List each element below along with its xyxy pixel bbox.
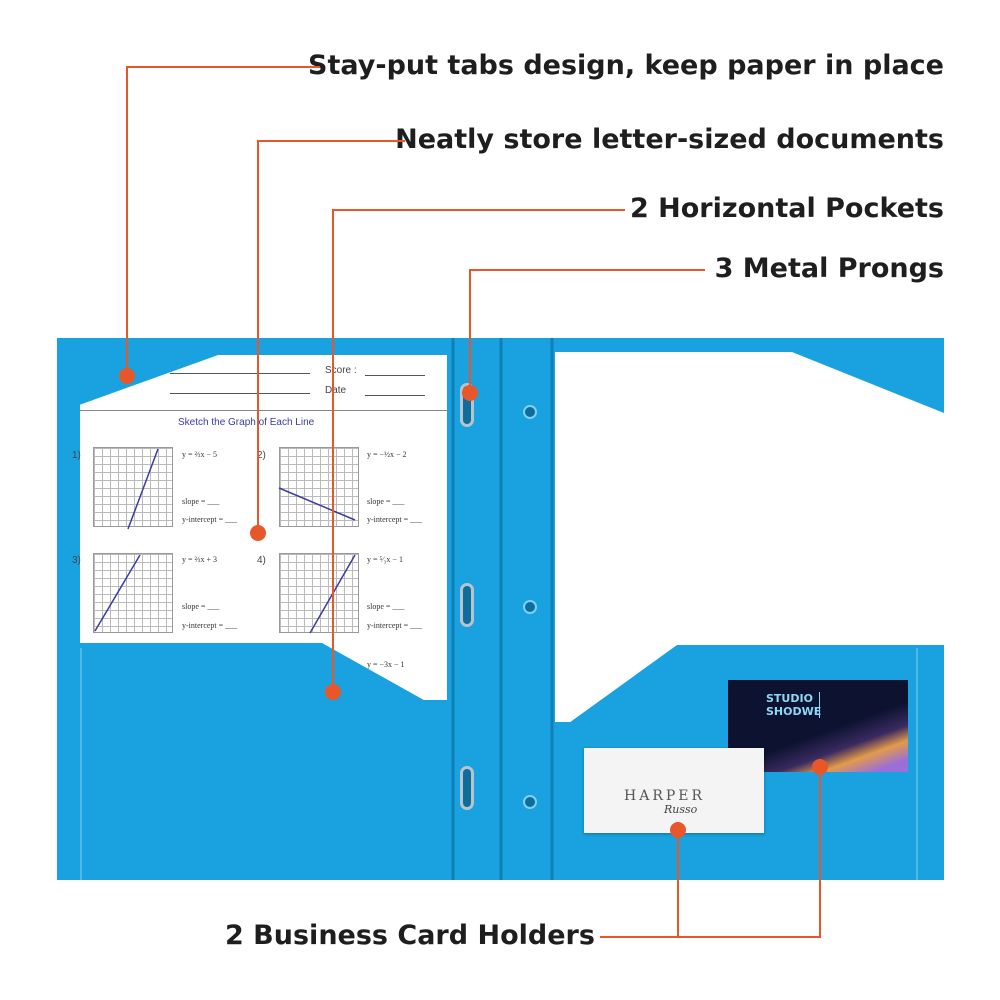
callout-tabs: Stay-put tabs design, keep paper in plac… — [308, 50, 944, 81]
slope: slope = ___ — [182, 497, 220, 506]
intercept: y-intercept = ___ — [367, 621, 423, 630]
pocket-folder: Score : Date Sketch the Graph of Each Li… — [57, 338, 944, 880]
equation: y = −½x − 2 — [367, 450, 407, 459]
callout-dot — [812, 759, 828, 775]
problem-number: 2) — [257, 450, 266, 461]
intercept: y-intercept = ___ — [182, 621, 238, 630]
callout-card-holders: 2 Business Card Holders — [225, 920, 595, 951]
slope: slope = ___ — [182, 602, 220, 611]
worksheet-title: Sketch the Graph of Each Line — [178, 417, 315, 428]
card-text: Russo — [664, 803, 698, 816]
slope: slope = ___ — [367, 602, 405, 611]
equation: y = ⅔x + 3 — [182, 555, 218, 564]
metal-prong — [460, 766, 474, 810]
prong-hole — [523, 405, 537, 419]
card-text: HARPER — [624, 788, 706, 804]
card-text: STUDIO — [766, 692, 813, 705]
problem-number: 3) — [72, 555, 81, 566]
callout-prongs: 3 Metal Prongs — [714, 253, 944, 284]
problem-number: 4) — [257, 555, 266, 566]
callout-dot — [462, 385, 478, 401]
intercept: y-intercept = ___ — [367, 515, 423, 524]
graph-grid — [93, 447, 173, 527]
graph-grid — [279, 447, 359, 527]
intercept: y-intercept = ___ — [182, 515, 238, 524]
date-label: Date — [325, 385, 347, 396]
harper-business-card: HARPER Russo — [584, 748, 764, 833]
callout-dot — [670, 822, 686, 838]
callout-pockets: 2 Horizontal Pockets — [629, 193, 944, 224]
equation: y = ⅔x − 5 — [182, 450, 218, 459]
graph-lines — [94, 448, 356, 634]
score-label: Score : — [325, 365, 357, 376]
equation: y = ⁵⁄₃x − 1 — [367, 555, 403, 564]
problem-number: 1) — [72, 450, 81, 461]
metal-prong — [460, 583, 474, 627]
callout-dot — [250, 525, 266, 541]
equation: y = −3x − 1 — [367, 660, 405, 669]
callout-dot — [325, 684, 341, 700]
graph-grid — [279, 553, 359, 633]
callout-dot — [119, 368, 135, 384]
card-text: SHODWE — [766, 705, 822, 718]
callout-documents: Neatly store letter-sized documents — [395, 124, 944, 155]
prong-hole — [523, 600, 537, 614]
slope: slope = ___ — [367, 497, 405, 506]
worksheet: Score : Date Sketch the Graph of Each Li… — [72, 355, 447, 700]
prong-hole — [523, 795, 537, 809]
